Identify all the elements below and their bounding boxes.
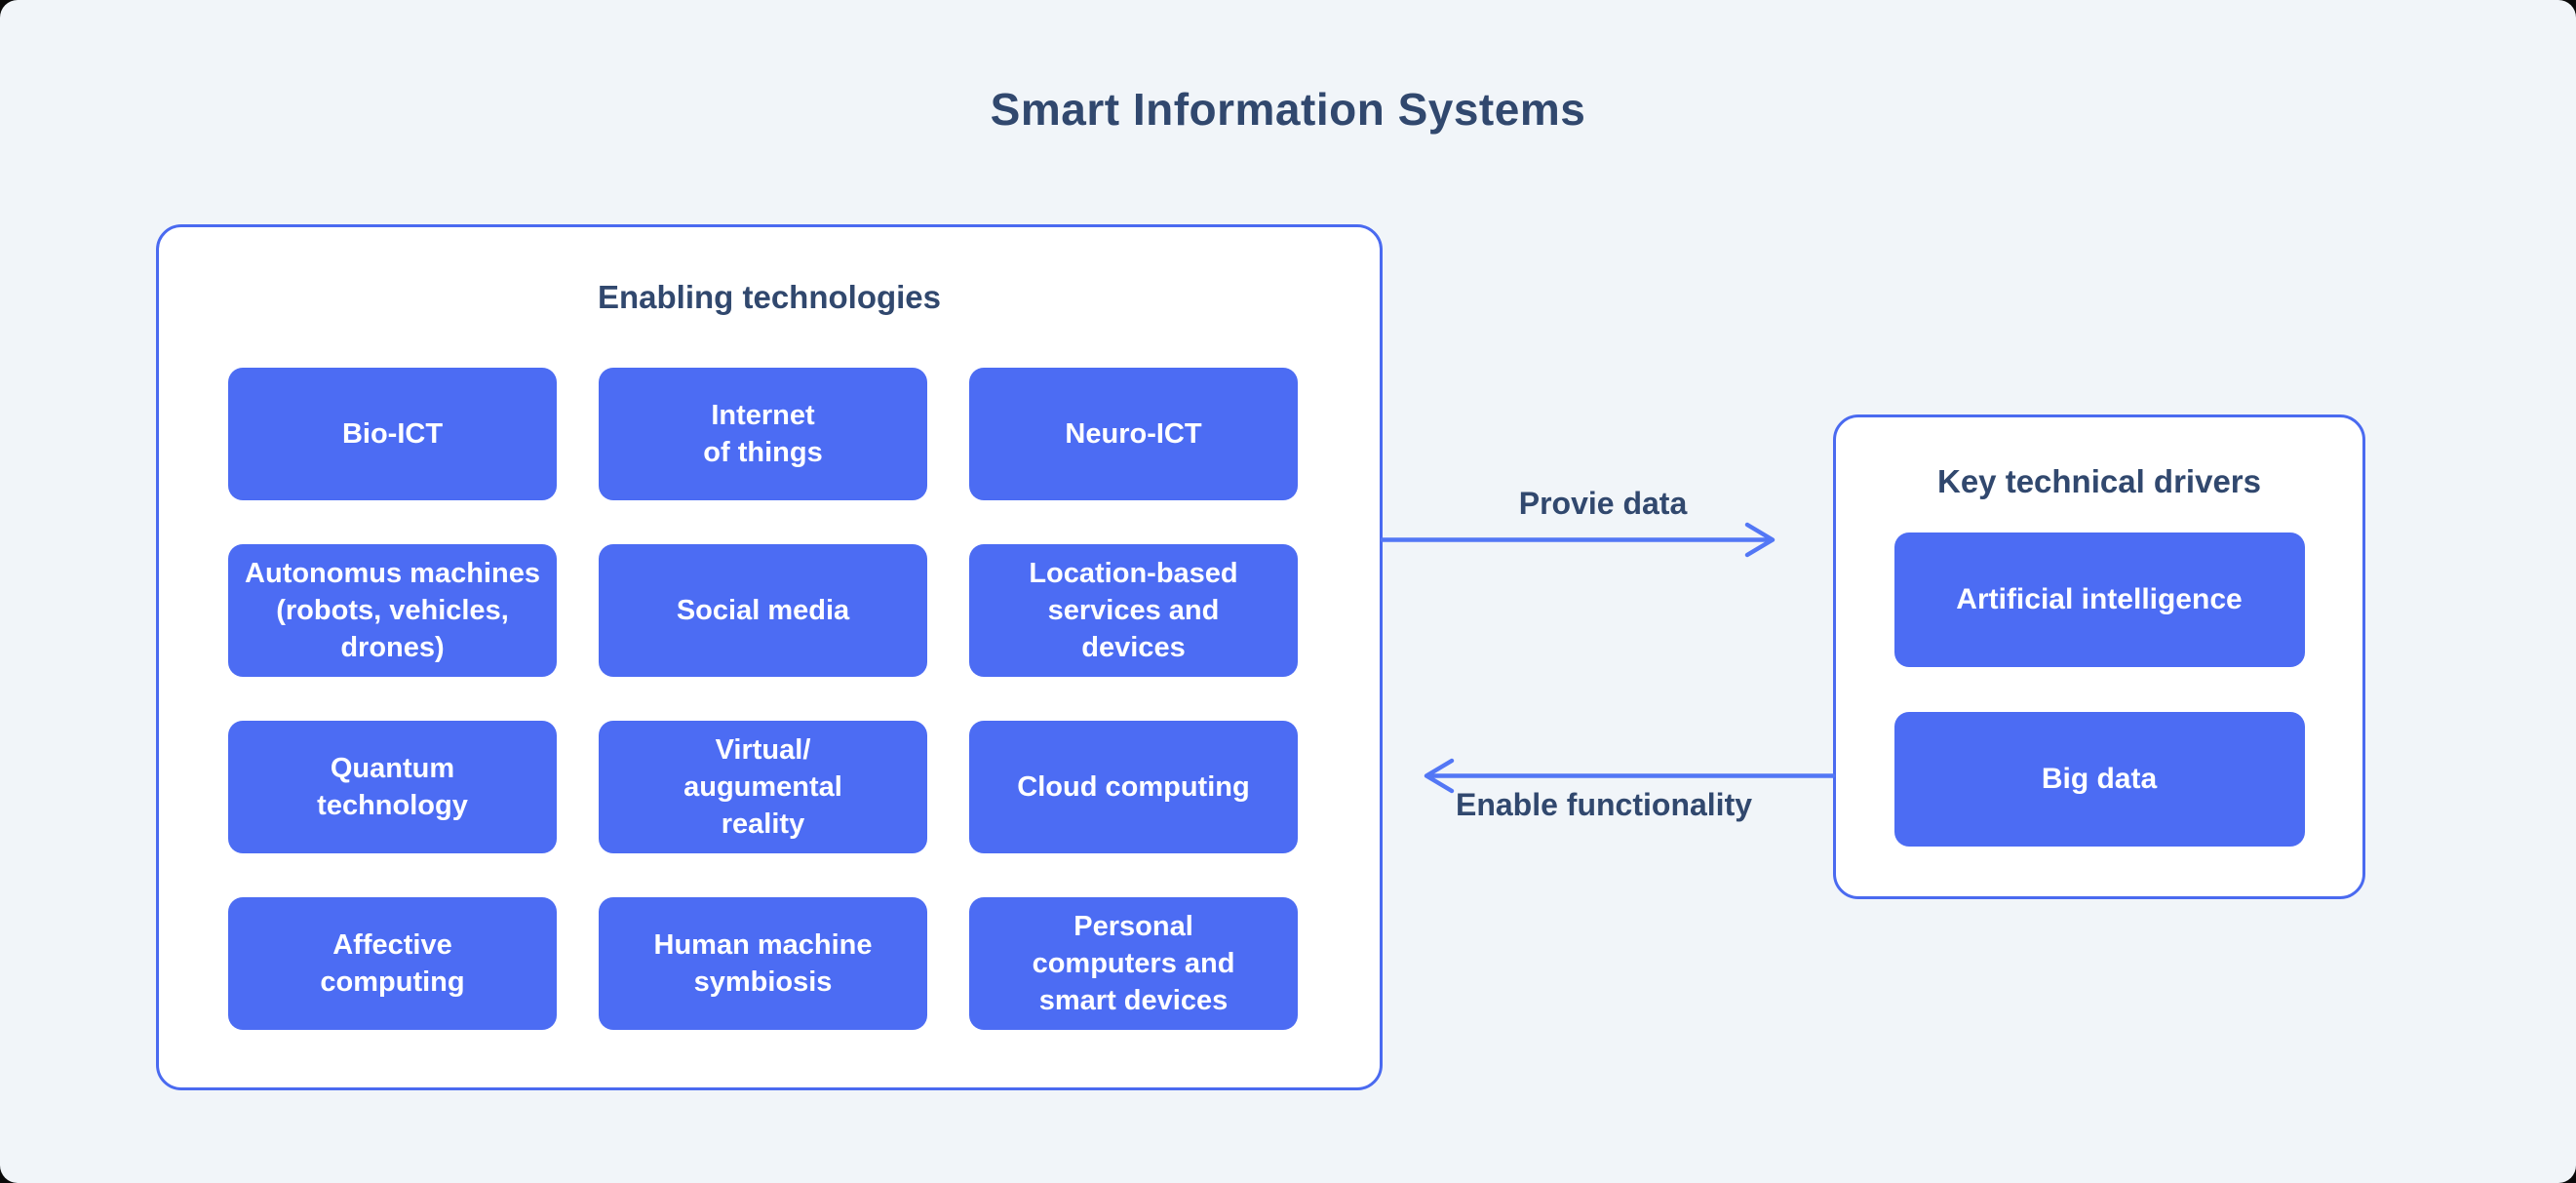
box-artificial-intelligence: Artificial intelligence: [1893, 532, 2305, 667]
enable-functionality-arrow: [1424, 758, 1836, 794]
key-technical-drivers-panel: Key technical drivers Artificial intelli…: [1833, 414, 2365, 899]
box-internet-of-things: Internet of things: [599, 368, 927, 500]
box-location-based-services: Location-based services and devices: [969, 544, 1298, 677]
box-human-machine-symbiosis: Human machine symbiosis: [599, 897, 927, 1030]
box-affective-computing: Affective computing: [228, 897, 557, 1030]
box-quantum-technology: Quantum technology: [228, 721, 557, 853]
box-bio-ict: Bio-ICT: [228, 368, 557, 500]
box-cloud-computing: Cloud computing: [969, 721, 1298, 853]
key-technical-drivers-title: Key technical drivers: [1937, 463, 2261, 499]
enable-functionality-label: Enable functionality: [1455, 787, 1753, 822]
box-big-data: Big data: [1893, 712, 2305, 847]
box-autonomous-machines: Autonomus machines (robots, vehicles, dr…: [228, 544, 557, 677]
provide-data-arrow: [1380, 522, 1776, 558]
enabling-technologies-panel: Enabling technologies Bio-ICT Internet o…: [156, 224, 1383, 1090]
box-social-media: Social media: [599, 544, 927, 677]
enabling-technologies-grid: Bio-ICT Internet of things Neuro-ICT Aut…: [228, 368, 1298, 1030]
enabling-technologies-title: Enabling technologies: [597, 279, 942, 315]
box-personal-computers: Personal computers and smart devices: [969, 897, 1298, 1030]
page-title: Smart Information Systems: [990, 84, 1586, 135]
provide-data-label: Provie data: [1518, 486, 1688, 521]
box-virtual-augmented-reality: Virtual/ augumental reality: [599, 721, 927, 853]
box-neuro-ict: Neuro-ICT: [969, 368, 1298, 500]
